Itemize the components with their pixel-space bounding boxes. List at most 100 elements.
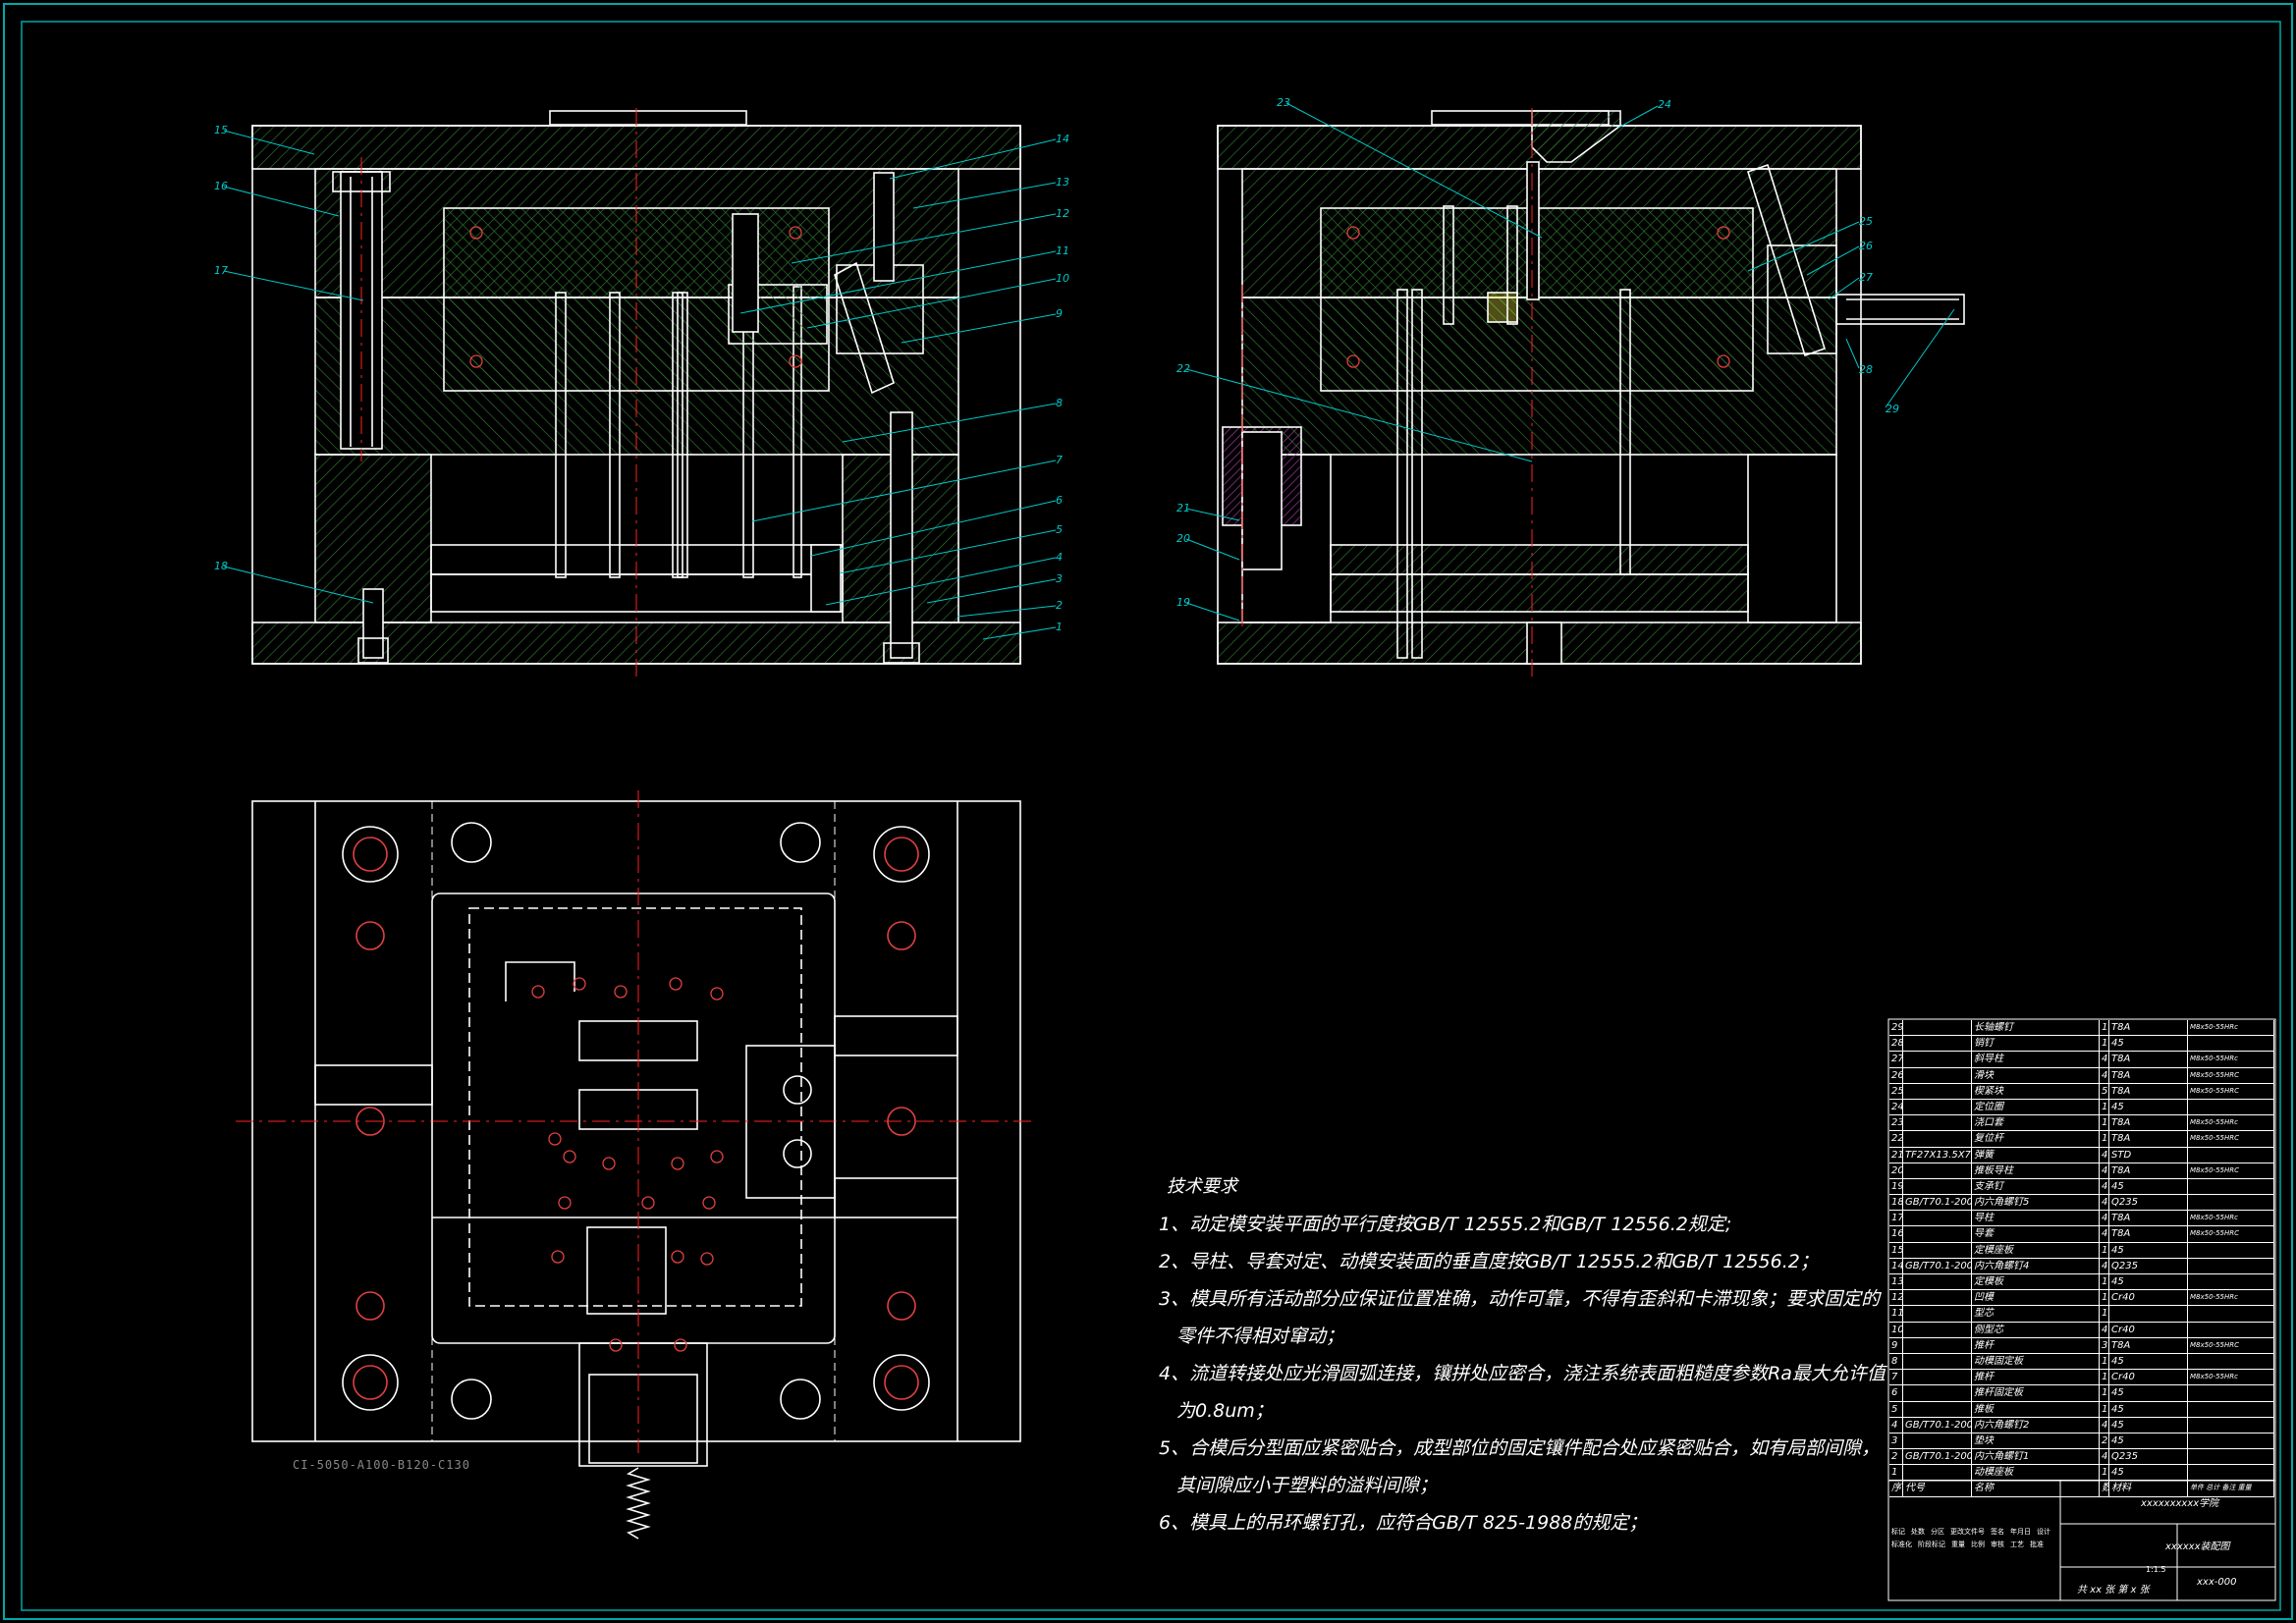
bom-cell: 4 <box>2100 1258 2109 1273</box>
bom-cell: 销钉 <box>1972 1036 2100 1052</box>
bom-cell: 定模座板 <box>1972 1242 2100 1258</box>
title-block-label: 设计 <box>2037 1528 2050 1536</box>
callout-20: 20 <box>1176 532 1190 545</box>
callout-9: 9 <box>1056 307 1063 320</box>
bom-cell <box>2188 1099 2274 1115</box>
bom-cell: 浇口套 <box>1972 1115 2100 1131</box>
bom-cell <box>1903 1067 1972 1083</box>
bom-cell <box>2188 1147 2274 1163</box>
bom-cell: 21 <box>1889 1147 1903 1163</box>
bom-cell: 4 <box>2100 1211 2109 1226</box>
tech-item-3-cont: 零件不得相对窜动； <box>1176 1325 1345 1347</box>
bom-cell: 19 <box>1889 1178 1903 1195</box>
bom-cell: 4 <box>2100 1417 2109 1433</box>
bom-cell <box>1903 1099 1972 1115</box>
bom-cell: 14 <box>1889 1258 1903 1273</box>
bom-cell: 1 <box>2100 1306 2109 1322</box>
bom-cell: 型芯 <box>1972 1306 2100 1322</box>
bom-cell: 1 <box>2100 1465 2109 1481</box>
bom-cell: 1 <box>2100 1290 2109 1306</box>
bom-cell: M8x50-55HRc <box>2188 1115 2274 1131</box>
bom-cell: 4 <box>2100 1178 2109 1195</box>
callout-14: 14 <box>1056 133 1069 145</box>
callout-4: 4 <box>1056 551 1063 564</box>
tech-item-5-cont: 其间隙应小于塑料的溢料间隙； <box>1176 1475 1439 1496</box>
title-block-label: 审核 <box>1991 1541 2004 1548</box>
model-label: CI-5050-A100-B120-C130 <box>293 1458 470 1472</box>
bom-cell: 代号 <box>1903 1481 1972 1496</box>
bom-cell: 名称 <box>1972 1481 2100 1496</box>
outer-frame <box>3 3 2293 1620</box>
bom-cell: GB/T70.1-2000 <box>1903 1195 1972 1211</box>
bom-cell: M8x50-55HRc <box>2188 1052 2274 1067</box>
bom-cell <box>2109 1306 2188 1322</box>
bom-cell: 复位杆 <box>1972 1131 2100 1147</box>
bom-cell: 20 <box>1889 1163 1903 1178</box>
bom-cell <box>1903 1083 1972 1099</box>
bom-cell: Q235 <box>2109 1449 2188 1465</box>
bom-cell: 5 <box>1889 1401 1903 1417</box>
bom-cell <box>2188 1195 2274 1211</box>
bom-cell <box>2188 1242 2274 1258</box>
tech-title: 技术要求 <box>1167 1176 1237 1197</box>
title-sheets: 共 xx 张 第 x 张 <box>2077 1585 2150 1596</box>
bom-cell: GB/T70.1-2000 <box>1903 1258 1972 1273</box>
bom-cell: 垫块 <box>1972 1433 2100 1449</box>
bom-cell: 滑块 <box>1972 1067 2100 1083</box>
bom-cell: 29 <box>1889 1020 1903 1036</box>
bom-cell <box>2188 1433 2274 1449</box>
callout-12: 12 <box>1056 207 1069 220</box>
bom-cell: 7 <box>1889 1370 1903 1385</box>
callout-28: 28 <box>1859 363 1873 376</box>
bom-cell <box>1903 1322 1972 1337</box>
callout-10: 10 <box>1056 272 1069 285</box>
bom-cell <box>2188 1449 2274 1465</box>
bom-cell: M8x50-55HRC <box>2188 1163 2274 1178</box>
bom-cell: T8A <box>2109 1211 2188 1226</box>
bom-cell: 1 <box>1889 1465 1903 1481</box>
bom-cell <box>1903 1226 1972 1242</box>
bom-cell: 45 <box>2109 1465 2188 1481</box>
title-block-label: 标准化 <box>1891 1541 1912 1548</box>
tech-item-5: 5、合模后分型面应紧密贴合，成型部位的固定镶件配合处应紧密贴合，如有局部间隙， <box>1159 1437 1881 1459</box>
bom-cell: T8A <box>2109 1067 2188 1083</box>
bom-cell: 弹簧 <box>1972 1147 2100 1163</box>
bom-cell <box>2188 1385 2274 1401</box>
bom-cell: 2 <box>2100 1433 2109 1449</box>
bom-cell: 1 <box>2100 1115 2109 1131</box>
bom-cell: Cr40 <box>2109 1322 2188 1337</box>
bom-cell: 25 <box>1889 1083 1903 1099</box>
bom-cell <box>1903 1274 1972 1290</box>
callout-25: 25 <box>1859 215 1873 228</box>
bom-cell: T8A <box>2109 1052 2188 1067</box>
bom-cell: M8x50-55HRC <box>2188 1083 2274 1099</box>
front-leaders <box>223 130 1057 640</box>
bom-cell <box>1903 1020 1972 1036</box>
bom-cell: 4 <box>2100 1449 2109 1465</box>
front-section-view <box>251 108 1021 677</box>
bom-cell: 楔紧块 <box>1972 1083 2100 1099</box>
bom-cell <box>2188 1036 2274 1052</box>
bom-cell: 45 <box>2109 1433 2188 1449</box>
bom-cell <box>2188 1353 2274 1370</box>
bom-cell <box>1903 1433 1972 1449</box>
bom-cell <box>1903 1131 1972 1147</box>
bom-cell: 28 <box>1889 1036 1903 1052</box>
bom-cell: 45 <box>2109 1242 2188 1258</box>
title-school: xxxxxxxxxx学院 <box>2141 1498 2219 1509</box>
bom-cell <box>1903 1401 1972 1417</box>
bom-cell: Q235 <box>2109 1195 2188 1211</box>
bom-cell <box>2188 1465 2274 1481</box>
bom-cell <box>2188 1306 2274 1322</box>
bom-cell: 11 <box>1889 1306 1903 1322</box>
bom-cell <box>1903 1370 1972 1385</box>
